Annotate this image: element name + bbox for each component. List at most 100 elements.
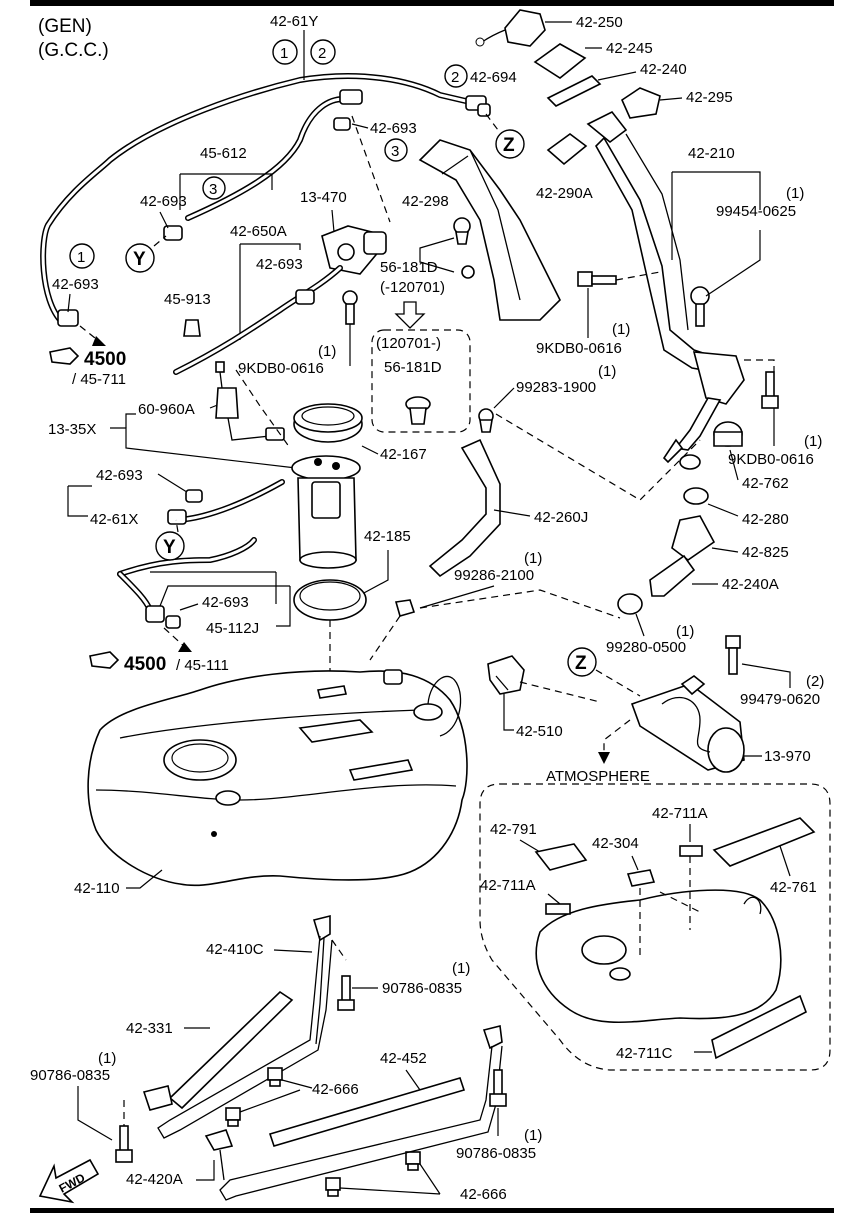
nut-42-666-b[interactable]: [225, 1107, 241, 1127]
part-42-245[interactable]: [533, 43, 587, 79]
lock-ring-42-167[interactable]: [293, 403, 363, 443]
pad-42-711A-top[interactable]: [679, 845, 703, 857]
label-42-240A: 42-240A: [722, 576, 779, 593]
label-42-693-y: 42-693: [52, 276, 99, 293]
marker-2-top: [310, 39, 336, 65]
pad-42-791[interactable]: [534, 843, 588, 871]
clip-99286-2100[interactable]: [394, 599, 416, 617]
label-99280-0500: 99280-0500: [606, 639, 686, 656]
hose-42-240A[interactable]: [649, 554, 696, 597]
clip-56-181D-b[interactable]: [405, 396, 431, 425]
fuel-tank-42-110[interactable]: [87, 669, 468, 887]
label-42-210: 42-210: [688, 145, 735, 162]
part-42-240[interactable]: [546, 75, 602, 107]
filler-neck-42-210[interactable]: [586, 110, 745, 464]
clamp-42-280[interactable]: [679, 454, 709, 505]
nut-42-666-a[interactable]: [267, 1067, 283, 1087]
clip-45-913[interactable]: [183, 319, 201, 337]
gasket-ring[interactable]: [293, 579, 367, 621]
bolt-9KDB0-mid[interactable]: [577, 271, 617, 287]
marker-3-298: [384, 138, 408, 162]
sensor-60-960A[interactable]: [215, 361, 285, 441]
ref-4500-711[interactable]: 4500 / 45-711: [49, 347, 126, 388]
hose-42-650A[interactable]: [173, 265, 343, 375]
label-99454-qty: (1): [786, 185, 804, 202]
label-42-711A-top: 42-711A: [652, 805, 708, 822]
label-42-61Y: 42-61Y: [270, 13, 318, 30]
valve-42-510[interactable]: [487, 655, 525, 695]
marker-2-694: [444, 64, 468, 88]
nut-42-666-c[interactable]: [405, 1151, 421, 1171]
label-42-452: 42-452: [380, 1050, 427, 1067]
label-42-711A-left: 42-711A: [480, 877, 536, 894]
label-42-260J: 42-260J: [534, 509, 588, 526]
strap-42-420A[interactable]: [204, 1025, 503, 1201]
pad-42-711A-left[interactable]: [545, 903, 571, 915]
pad-42-711C[interactable]: [711, 994, 807, 1060]
label-42-280: 42-280: [742, 511, 789, 528]
part-42-295[interactable]: [620, 87, 661, 119]
ref-4500-111[interactable]: 4500 / 45-111: [89, 651, 229, 675]
top-border: [30, 0, 834, 6]
canister-13-970[interactable]: [630, 675, 745, 773]
plug-42-762[interactable]: [713, 421, 743, 447]
connector-top: [339, 89, 363, 105]
label-42-650A: 42-650A: [230, 223, 287, 240]
bolt-99479-0620[interactable]: [725, 635, 741, 675]
label-42-693-top: 42-693: [370, 120, 417, 137]
label-4500-bottom: 4500: [124, 654, 166, 675]
clamp-99280-0500[interactable]: [617, 593, 643, 615]
bolt-90786-left[interactable]: [115, 1125, 133, 1163]
marker-y-top: [125, 243, 155, 273]
label-9KDB0-left: 9KDB0-0616: [238, 360, 324, 377]
fuel-cap-42-250[interactable]: [475, 9, 546, 47]
label-90786-right: 90786-0835: [456, 1145, 536, 1162]
label-42-791: 42-791: [490, 821, 537, 838]
strap-42-410C[interactable]: [157, 914, 333, 1139]
label-99479-0620: 99479-0620: [740, 691, 820, 708]
label-42-762: 42-762: [742, 475, 789, 492]
label-42-304: 42-304: [592, 835, 639, 852]
bolt-90786-top[interactable]: [337, 975, 355, 1011]
clip-42-693-x: [185, 489, 203, 503]
label-60-960A: 60-960A: [138, 401, 195, 418]
label-42-295: 42-295: [686, 89, 733, 106]
bolt-9KDB0-left[interactable]: [342, 290, 358, 325]
bolt-90786-right[interactable]: [489, 1069, 507, 1107]
fuel-pump-42-185[interactable]: [291, 455, 361, 569]
label-42-666-top: 42-666: [312, 1081, 359, 1098]
label-45-711: / 45-711: [72, 371, 126, 388]
label-99286-qty: (1): [524, 550, 542, 567]
label-42-331: 42-331: [126, 1020, 173, 1037]
label-99280-qty: (1): [676, 623, 694, 640]
label-99283-1900: 99283-1900: [516, 379, 596, 396]
part-42-290A[interactable]: [546, 133, 588, 166]
pad-42-331[interactable]: [168, 990, 294, 1110]
bolt-9KDB0-right[interactable]: [761, 371, 779, 409]
marker-2-top-label: 2: [318, 45, 326, 62]
label-90786-left: 90786-0835: [30, 1067, 110, 1084]
label-42-711C: 42-711C: [616, 1045, 673, 1062]
fuel-line-42-61Y[interactable]: [40, 73, 473, 325]
pad-42-761[interactable]: [712, 817, 816, 867]
bottom-border: [30, 1208, 834, 1213]
marker-y-bottom-label: Y: [163, 537, 176, 558]
pad-42-452[interactable]: [268, 1077, 466, 1147]
marker-z-top-label: Z: [503, 135, 515, 156]
breather-42-260J[interactable]: [428, 438, 501, 578]
valve-13-470[interactable]: [321, 225, 387, 275]
fuel-line-45-612[interactable]: [185, 96, 355, 221]
clip-99283-1900[interactable]: [478, 408, 494, 433]
fwd-arrow-icon: FWD: [38, 1158, 100, 1204]
hose-42-825[interactable]: [671, 515, 716, 561]
label-42-420A: 42-420A: [126, 1171, 183, 1188]
pad-42-304[interactable]: [626, 869, 656, 887]
label-42-510: 42-510: [516, 723, 563, 740]
nut-42-666-d[interactable]: [325, 1177, 341, 1197]
clip-42-694-b: [477, 103, 491, 117]
bolt-99454-0625[interactable]: [690, 286, 710, 327]
label-99479-qty: (2): [806, 673, 824, 690]
bracket-42-298[interactable]: [418, 139, 561, 321]
fuel-tank-insulated[interactable]: [535, 889, 782, 1024]
label-99286-2100: 99286-2100: [454, 567, 534, 584]
